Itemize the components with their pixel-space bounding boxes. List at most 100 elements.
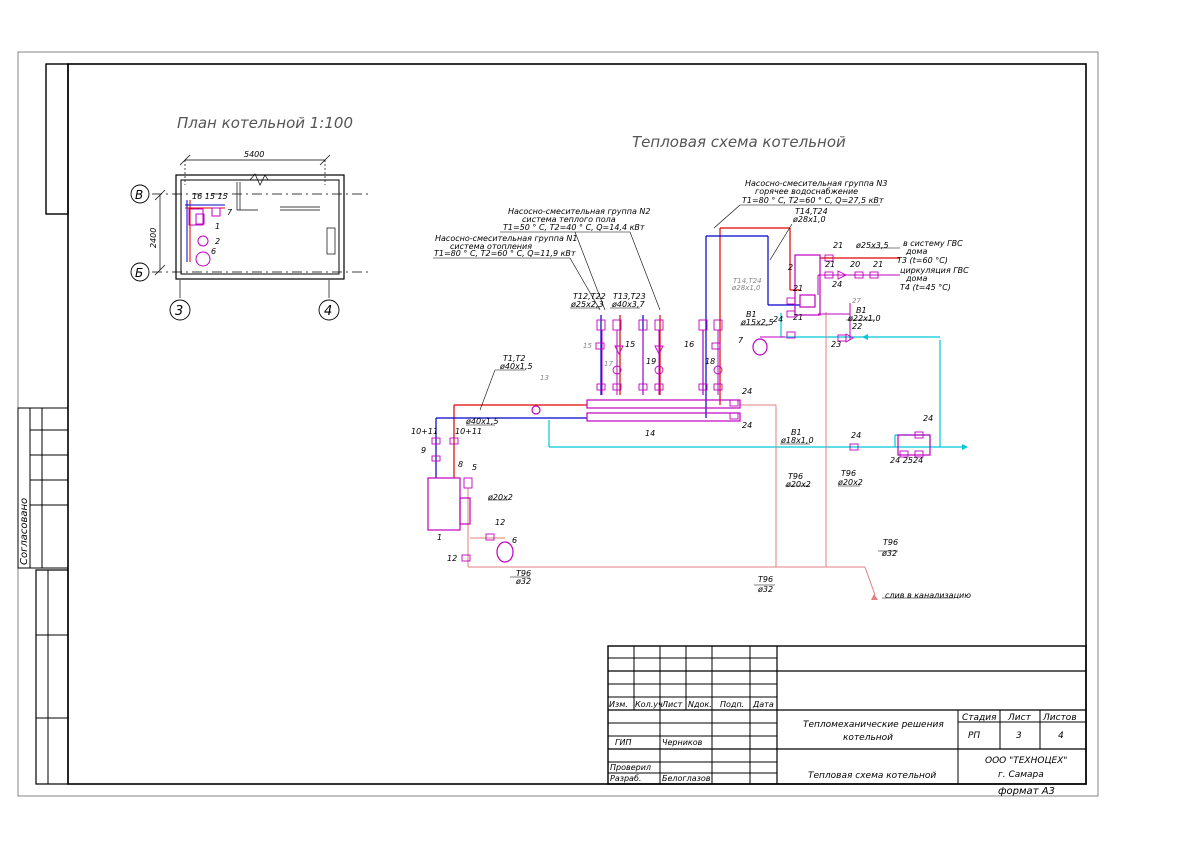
label-n24g: 24 25 [890,456,913,465]
label-n21c: 21 [873,260,883,269]
tb-ndok: Nдок. [688,700,712,709]
scheme-title: Тепловая схема котельной [632,133,846,151]
label-t3: T3 (t=60 °C) [897,256,948,265]
tb-sheet-title: Тепловая схема котельной [808,771,936,781]
label-d40x37: ø40x3,7 [611,300,645,309]
label-n27: 27 [852,297,861,305]
label-n24c: 24 [742,387,752,396]
label-n15a: 15 [583,342,592,350]
group2-line2: система теплого пола [522,215,616,224]
label-t96b: T96 [841,469,856,478]
tb-stadia-h: Стадия [962,713,997,723]
label-d28: ø28x1,0 [792,215,826,224]
tb-izm: Изм. [609,700,628,709]
label-home1: дома [905,247,927,256]
collector-return [586,412,741,422]
tb-data: Дата [752,700,774,709]
label-to-gvs: в систему ГВС [903,239,963,248]
axis-3-label: 3 [175,304,183,319]
label-n2: 2 [788,263,793,272]
label-n12b: 12 [447,554,457,563]
tb-org: ООО "ТЕХНОЦЕХ" [985,756,1067,766]
plan-n6: 6 [211,247,216,256]
group3-line1: Насосно-смесительная группа N3 [745,179,887,188]
drain-pipes [467,312,876,596]
group3-line3: T1=80 ° C, T2=60 ° C, Q=27,5 кВт [742,196,884,205]
label-n8: 8 [458,460,463,469]
label-t1t2: T1,T2 [503,354,526,363]
tb-gip-name: Черников [662,738,703,747]
axis-v-label: В [135,188,143,202]
expansion-tank-7 [752,338,768,356]
tb-kol: Кол.уч [635,700,663,709]
label-n5: 5 [472,463,477,472]
side-stamp: Согласовано [19,498,30,565]
label-n6: 6 [512,536,517,545]
label-n24d: 24 [742,421,752,430]
label-d32b: ø32 [757,585,773,594]
label-t14t24-faint: T14,T24 [733,277,762,285]
plan-equip-top: 16 15 15 [192,192,228,201]
label-n24h: 24 [913,456,923,465]
label-n16: 16 [684,340,694,349]
sheet-format: формат A3 [998,786,1055,797]
label-n24f: 24 [923,414,933,423]
tb-listov: 4 [1058,731,1064,741]
label-t13t23: T13,T23 [613,292,646,301]
expansion-tank-6 [496,541,514,563]
label-n10b: 10+11 [455,427,482,436]
label-n18: 18 [705,357,715,366]
label-n24a: 24 [832,280,842,289]
label-t14t24: T14,T24 [795,207,828,216]
plan-equipment [185,200,225,267]
collector-supply [586,399,741,409]
tb-proveril: Проверил [610,763,651,772]
label-n21d: 21 [793,284,803,293]
label-n17: 17 [604,360,613,368]
label-b1a: B1 [856,306,867,315]
title-block-text: Изм. Кол.уч Лист Nдок. Подп. Дата ГИП Че… [609,700,1077,783]
label-n21b: 21 [825,260,835,269]
equipment-lines [601,274,900,395]
label-b1c: B1 [791,428,802,437]
label-n1: 1 [437,533,442,542]
tb-razrab: Разраб. [610,774,641,783]
equipment [427,254,931,563]
plan-n2: 2 [215,237,220,246]
label-d20c: ø20x2 [487,493,513,502]
label-t96c: T96 [516,569,531,578]
label-home2: дома [905,274,927,283]
label-d40b: ø40x1,5 [465,417,499,426]
sheet-frame [17,51,1099,797]
group1-line2: система отопления [450,242,532,251]
axis-b-label: Б [135,266,143,280]
group1-line1: Насосно-смесительная группа N1 [435,234,577,243]
tb-list: Лист [661,700,683,709]
label-d25x35: ø25x3,5 [855,241,889,250]
flow-arrows [862,334,968,600]
plan-title: План котельной 1:100 [177,114,353,132]
label-d18: ø18x1,0 [780,436,814,445]
title-block-grid [607,645,1087,785]
label-d20b: ø20x2 [837,478,863,487]
tb-razrab-name: Белоглазов [662,774,711,783]
label-n12a: 12 [495,518,505,527]
tb-list-h: Лист [1007,713,1032,723]
group2-line1: Насосно-смесительная группа N2 [508,207,650,216]
label-n23: 23 [831,340,841,349]
plan-drawing [152,154,372,298]
label-n24b: 24 [773,315,783,324]
tb-gip: ГИП [615,738,631,747]
plan-dim-width: 5400 [244,150,264,159]
label-n20: 20 [850,260,860,269]
tb-work-l2: котельной [843,733,893,743]
tb-listov-h: Листов [1042,713,1077,723]
return-pipes [435,235,800,478]
label-t12t22: T12,T22 [573,292,606,301]
label-d28-faint: ø28x1,0 [731,284,761,292]
label-n15b: 15 [625,340,635,349]
group3-line2: горячее водоснабжение [755,187,858,196]
tb-list-v: 3 [1016,731,1022,741]
gvs-tank [794,254,821,316]
